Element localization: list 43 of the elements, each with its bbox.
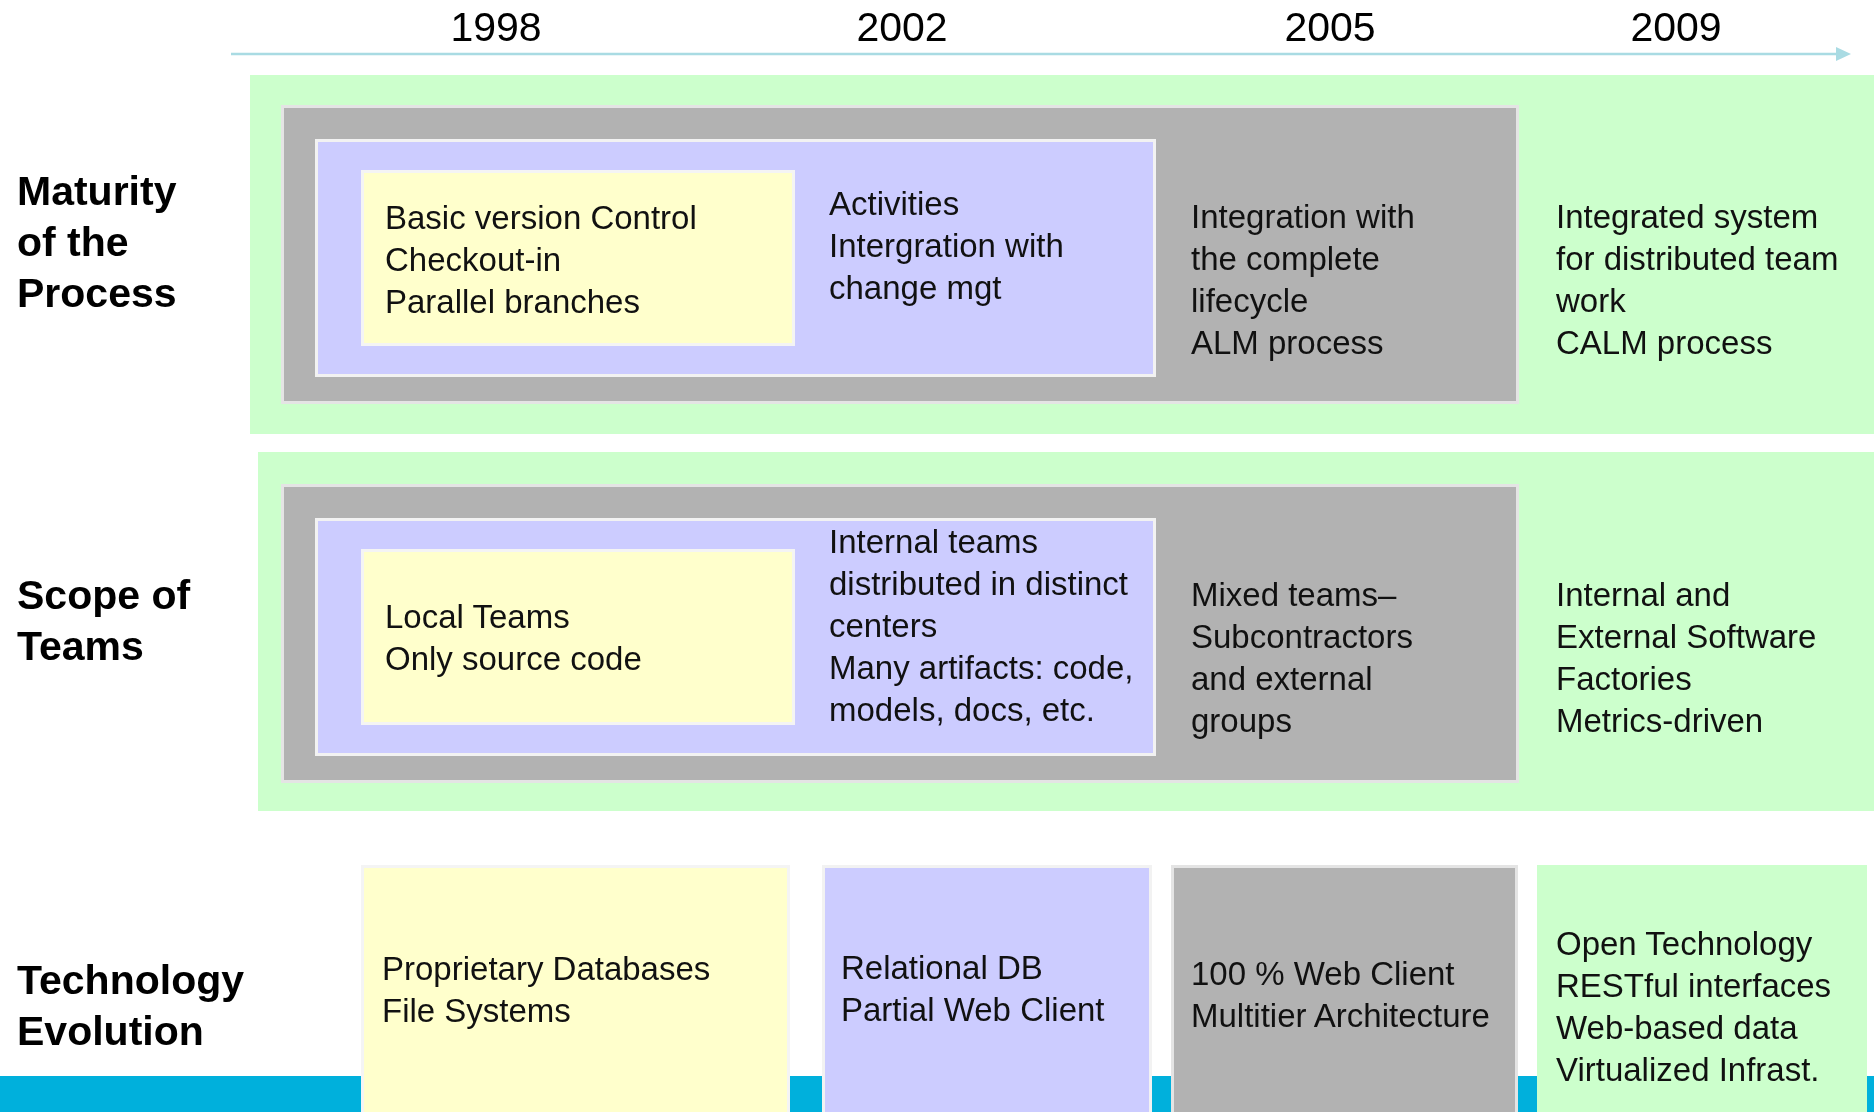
stage-description: Virtualized Infrast. (1556, 1050, 1821, 1090)
stage-description: Metrics-driven (1556, 701, 1765, 741)
row-heading: Maturity of the Process (17, 167, 178, 318)
stage-description: Multitier Architecture (1191, 996, 1491, 1036)
stage-description: Local Teams (385, 597, 571, 637)
stage-description: Integration with the complete lifecycle (1191, 197, 1416, 321)
stage-panel (361, 549, 795, 725)
stage-panel (822, 865, 1152, 1112)
year-label: 2005 (1284, 4, 1376, 50)
stage-panel (315, 139, 1156, 377)
stage-description: Many artifacts: code, models, docs, etc. (829, 648, 1135, 730)
stage-panel (281, 484, 1519, 783)
stage-panel (361, 865, 790, 1112)
stage-description: Web-based data (1556, 1008, 1799, 1048)
stage-description: Activities (829, 184, 961, 224)
stage-description: Proprietary Databases (382, 949, 712, 989)
stage-description: Checkout-in (385, 240, 563, 280)
stage-description: CALM process (1556, 323, 1774, 363)
stage-description: ALM process (1191, 323, 1385, 363)
stage-description: RESTful interfaces (1556, 966, 1833, 1006)
stage-panel (1537, 865, 1867, 1112)
stage-description: Relational DB (841, 948, 1044, 988)
year-label: 2002 (856, 4, 948, 50)
stage-panel (1171, 865, 1518, 1112)
stage-description: Partial Web Client (841, 990, 1106, 1030)
stage-description: Intergration with change mgt (829, 226, 1065, 308)
stage-panel (361, 170, 795, 346)
stage-description: Open Technology (1556, 924, 1814, 964)
stage-panel (315, 518, 1156, 756)
year-label: 1998 (450, 4, 542, 50)
stage-description: Mixed teams– Subcontractors and external groups (1191, 575, 1414, 741)
stage-description: Only source code (385, 639, 643, 679)
row-heading: Scope of Teams (17, 571, 192, 671)
stage-panel (281, 105, 1519, 404)
row-heading: Technology Evolution (17, 956, 246, 1056)
stage-description: Internal teams distributed in distinct centers (829, 522, 1129, 646)
stage-description: Parallel branches (385, 282, 641, 322)
stage-description: Internal and External Software Factories (1556, 575, 1818, 699)
stage-description: Integrated system for distributed team work (1556, 197, 1840, 321)
stage-description: Basic version Control (385, 198, 698, 238)
stage-description: File Systems (382, 991, 572, 1031)
year-label: 2009 (1630, 4, 1722, 50)
stage-description: 100 % Web Client (1191, 954, 1456, 994)
